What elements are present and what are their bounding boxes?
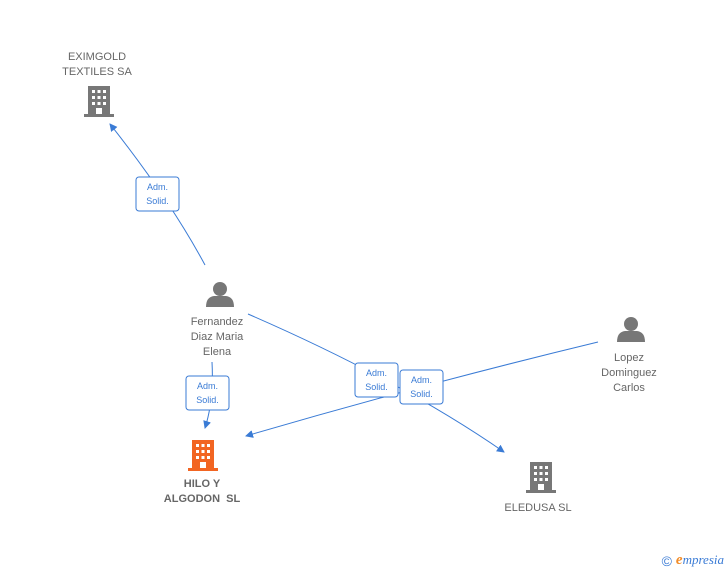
- building-icon: [188, 440, 218, 471]
- edge-label-line-2: Solid.: [146, 196, 169, 206]
- edge-label-fernandez-hilo[interactable]: Adm. Solid.: [185, 375, 230, 411]
- node-lopez[interactable]: Lopez Dominguez Carlos: [601, 317, 657, 394]
- node-label-line-3: Carlos: [613, 382, 645, 394]
- node-label-line-2: Dominguez: [601, 367, 657, 379]
- edge-label-line-1: Adm.: [197, 381, 218, 391]
- node-label-line-2: TEXTILES SA: [62, 66, 132, 78]
- node-label-line-1: Lopez: [614, 352, 644, 364]
- edges: [109, 123, 599, 453]
- edge-label-line-2: Solid.: [196, 395, 219, 405]
- node-hilo[interactable]: HILO Y ALGODON SL: [164, 440, 241, 505]
- copyright-icon: ©: [661, 552, 672, 569]
- building-icon: [526, 462, 556, 493]
- node-label-line-3: Elena: [203, 346, 232, 358]
- brand-footer: © empresia: [662, 552, 724, 569]
- node-label-line-1: ELEDUSA SL: [504, 502, 571, 514]
- edge-label-line-1: Adm.: [366, 368, 387, 378]
- node-fernandez[interactable]: Fernandez Diaz Maria Elena: [191, 282, 244, 358]
- node-label-line-1: EXIMGOLD: [68, 51, 126, 63]
- edge-label-fernandez-eximgold[interactable]: Adm. Solid.: [135, 176, 180, 212]
- brand-initial: e: [675, 552, 683, 568]
- node-label-line-2: ALGODON SL: [164, 493, 241, 505]
- node-label-line-2: Diaz Maria: [191, 331, 244, 343]
- brand-rest: mpresia: [682, 552, 724, 567]
- node-label-line-1: Fernandez: [191, 316, 244, 328]
- node-eximgold[interactable]: EXIMGOLD TEXTILES SA: [62, 51, 133, 117]
- person-icon: [617, 317, 645, 342]
- building-icon: [84, 86, 114, 117]
- edge-label-lopez-hilo[interactable]: Adm. Solid.: [399, 369, 444, 405]
- edge-label-line-2: Solid.: [365, 382, 388, 392]
- person-icon: [206, 282, 234, 307]
- edge-label-line-1: Adm.: [147, 182, 168, 192]
- edge-label-line-1: Adm.: [411, 375, 432, 385]
- edge-label-fernandez-eledusa[interactable]: Adm. Solid.: [354, 362, 399, 398]
- node-label-line-1: HILO Y: [184, 478, 221, 490]
- edge-label-line-2: Solid.: [410, 389, 433, 399]
- brand-logo[interactable]: empresia: [676, 552, 724, 569]
- node-eledusa[interactable]: ELEDUSA SL: [504, 462, 572, 514]
